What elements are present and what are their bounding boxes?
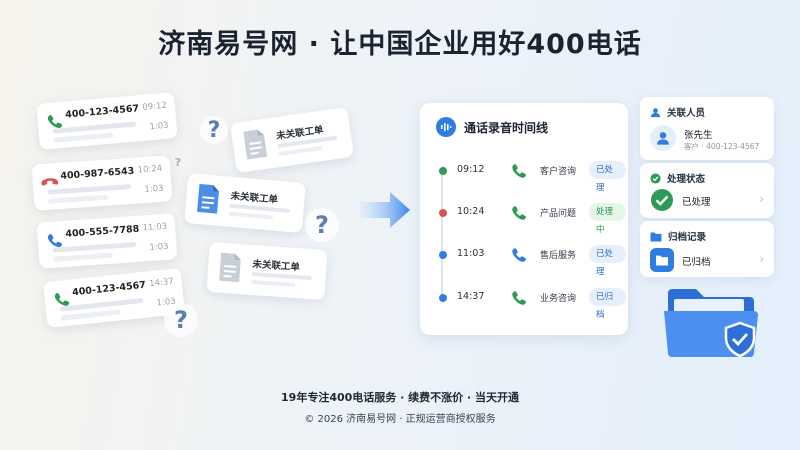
question-mark-icon: ? xyxy=(164,303,198,337)
placeholder-line xyxy=(60,309,121,321)
timeline-dot xyxy=(439,167,447,175)
phone-icon xyxy=(510,289,528,311)
document-icon xyxy=(195,182,222,220)
timeline-time: 09:12 xyxy=(457,164,485,175)
call-duration: 1:03 xyxy=(144,183,164,196)
user-icon xyxy=(650,107,661,118)
placeholder-line xyxy=(278,145,323,156)
timeline-time: 11:03 xyxy=(457,248,485,259)
arrow-right-icon xyxy=(360,190,412,234)
check-circle-icon xyxy=(650,188,674,216)
call-number: 400-123-4567 xyxy=(64,103,140,121)
contact-name: 张先生 xyxy=(684,130,713,141)
placeholder-line xyxy=(53,132,114,143)
placeholder-line xyxy=(52,241,137,253)
question-mark-icon: ? xyxy=(200,116,228,144)
panel-title: 通话录音时间线 xyxy=(464,120,549,135)
folder-icon xyxy=(650,248,674,272)
phone-icon xyxy=(45,231,64,250)
status-badge: 已处理 xyxy=(589,161,626,193)
timeline-row[interactable]: 11:03 售后服务 已处理 xyxy=(436,245,626,277)
timeline-axis xyxy=(441,166,443,296)
timeline-dot xyxy=(439,251,447,259)
phone-icon xyxy=(510,162,528,184)
call-time: 10:24 xyxy=(137,163,163,176)
archive-card-header: 归档记录 xyxy=(668,232,707,243)
status-card[interactable]: 处理状态 已处理 › xyxy=(640,163,774,218)
call-number: 400-555-7788 xyxy=(65,223,140,240)
ticket-label: 未关联工单 xyxy=(252,258,301,274)
placeholder-line xyxy=(47,194,109,204)
footer-tagline: 19年专注400电话服务 · 续费不涨价 · 当天开通 xyxy=(281,391,519,404)
timeline-time: 10:24 xyxy=(457,206,485,217)
call-number: 400-987-6543 xyxy=(60,165,135,182)
phone-icon xyxy=(45,112,65,132)
call-time: 11:03 xyxy=(142,221,168,234)
timeline-row[interactable]: 10:24 产品问题 处理中 xyxy=(436,203,626,235)
archive-card[interactable]: 归档记录 已归档 › xyxy=(640,221,774,277)
question-mark-icon: ? xyxy=(174,155,182,169)
missed-call-icon xyxy=(40,173,59,192)
ticket-label: 未关联工单 xyxy=(230,190,279,206)
chevron-right-icon[interactable]: › xyxy=(759,192,764,206)
timeline-dot xyxy=(439,294,447,302)
ticket-card[interactable]: 未关联工单 xyxy=(230,107,354,173)
placeholder-line xyxy=(251,279,296,287)
timeline-time: 14:37 xyxy=(457,291,485,302)
timeline-category: 客户咨询 xyxy=(540,167,577,177)
footer-copyright: © 2026 济南易号网 · 正规运营商授权服务 xyxy=(304,414,496,425)
question-mark-icon: ? xyxy=(305,208,339,242)
avatar xyxy=(650,125,676,151)
call-duration: 1:03 xyxy=(149,120,170,133)
placeholder-line xyxy=(59,297,144,312)
ticket-card[interactable]: 未关联工单 xyxy=(184,172,306,234)
secure-folder-illustration xyxy=(662,283,762,367)
call-time: 09:12 xyxy=(142,100,168,113)
status-badge: 处理中 xyxy=(589,203,626,235)
document-icon xyxy=(217,251,243,289)
call-time: 14:37 xyxy=(148,276,175,290)
contact-card[interactable]: 关联人员 张先生 客户 · 400-123-4567 xyxy=(640,97,774,160)
placeholder-line xyxy=(251,271,312,281)
audio-wave-icon xyxy=(436,117,456,137)
status-badge: 已处理 xyxy=(589,245,626,277)
phone-icon xyxy=(510,246,528,268)
timeline-category: 产品问题 xyxy=(540,209,577,219)
timeline-row[interactable]: 09:12 客户咨询 已处理 xyxy=(436,161,626,193)
timeline-dot xyxy=(439,209,447,217)
status-badge: 已归档 xyxy=(589,288,626,320)
timeline-row[interactable]: 14:37 业务咨询 已归档 xyxy=(436,288,626,320)
phone-icon xyxy=(510,204,528,226)
timeline-category: 售后服务 xyxy=(540,251,577,261)
contact-detail: 客户 · 400-123-4567 xyxy=(684,142,760,151)
folder-icon xyxy=(650,231,662,242)
page-title: 济南易号网 · 让中国企业用好400电话 xyxy=(158,29,642,60)
placeholder-line xyxy=(47,183,132,195)
call-number: 400-123-4567 xyxy=(71,279,147,299)
chevron-right-icon[interactable]: › xyxy=(759,252,764,266)
contact-card-header: 关联人员 xyxy=(667,108,706,119)
status-card-header: 处理状态 xyxy=(667,174,706,185)
placeholder-line xyxy=(228,211,274,220)
archive-value: 已归档 xyxy=(682,257,711,268)
phone-icon xyxy=(52,290,72,310)
timeline-category: 业务咨询 xyxy=(540,294,577,304)
check-circle-icon xyxy=(650,172,661,184)
placeholder-line xyxy=(52,252,114,262)
ticket-card[interactable]: 未关联工单 xyxy=(206,241,328,301)
status-value: 已处理 xyxy=(682,197,711,208)
document-icon xyxy=(241,127,270,166)
placeholder-line xyxy=(52,121,137,134)
call-duration: 1:03 xyxy=(149,241,169,254)
